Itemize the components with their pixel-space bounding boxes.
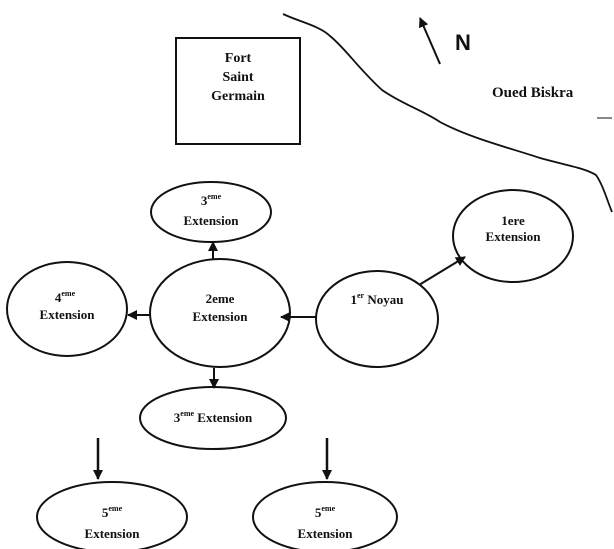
node-5eme-extension-left: [36, 481, 188, 549]
river-label: Oued Biskra: [492, 85, 574, 101]
node-4eme-line1: 4eme: [55, 289, 76, 305]
node-1ere-line2: Extension: [486, 229, 542, 244]
node-5eme-right-line2: Extension: [298, 526, 354, 541]
fort-label-line2: Saint: [222, 70, 253, 85]
node-3eme-bottom-label: 3eme Extension: [174, 409, 253, 425]
node-4eme-line2: Extension: [40, 307, 96, 322]
fort-label-line3: Germain: [211, 89, 265, 104]
node-5eme-left-line1: 5eme: [102, 504, 123, 520]
north-label: N: [455, 30, 471, 55]
node-1er-noyau: [315, 270, 439, 368]
node-1ere-line1: 1ere: [501, 213, 525, 228]
node-2eme-line2: Extension: [193, 309, 249, 324]
node-noyau-label: 1er Noyau: [351, 291, 404, 307]
node-3eme-extension-top: [150, 181, 272, 243]
node-1ere-extension: [452, 189, 574, 283]
node-3eme-top-line1: 3eme: [201, 192, 222, 208]
fort-label-line1: Fort: [225, 51, 252, 66]
north-arrow: [419, 17, 441, 65]
arrow-noyau-to-1ere: [418, 256, 466, 286]
node-5eme-left-line2: Extension: [85, 526, 141, 541]
river-line: [282, 13, 613, 213]
node-2eme-line1: 2eme: [206, 291, 235, 306]
node-2eme-extension: [149, 258, 291, 368]
node-4eme-extension: [6, 261, 128, 357]
node-5eme-extension-right: [252, 481, 398, 549]
node-5eme-right-line1: 5eme: [315, 504, 336, 520]
fort-box: [175, 37, 301, 145]
node-3eme-top-line2: Extension: [184, 213, 240, 228]
